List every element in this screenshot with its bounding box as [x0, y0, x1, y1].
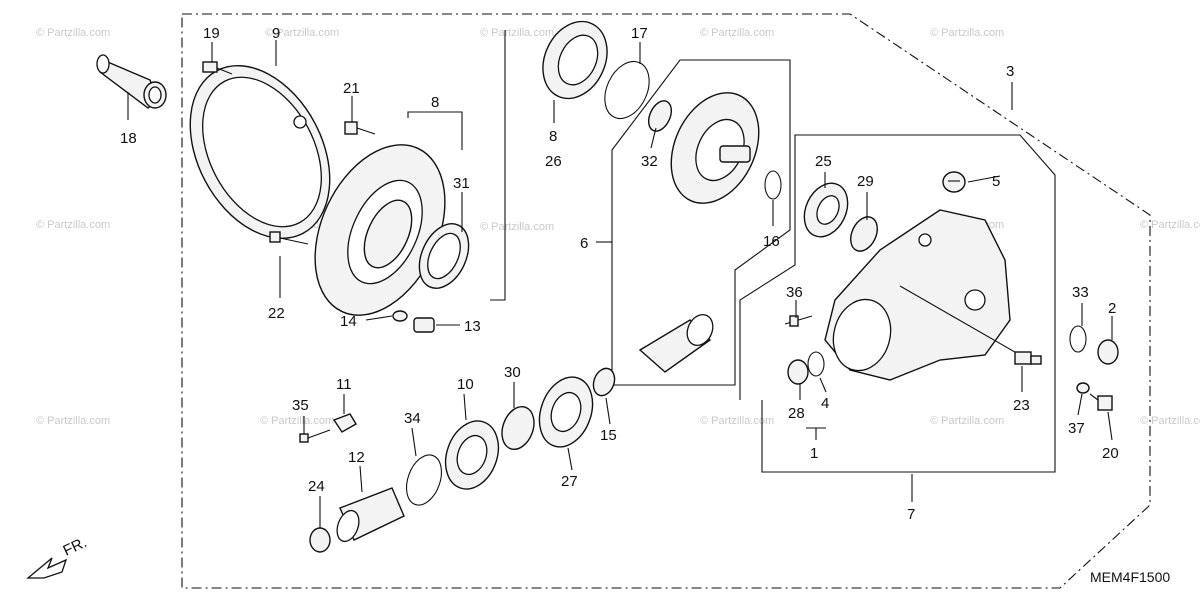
part-31-oil-seal	[418, 223, 470, 289]
label-29: 29	[857, 173, 874, 190]
label-9: 9	[272, 25, 280, 42]
watermark: © Partzilla.com	[36, 27, 110, 39]
part-16-o-ring	[764, 170, 782, 200]
watermark: © Partzilla.com	[36, 219, 110, 231]
label-26: 26	[545, 153, 562, 170]
label-4: 4	[821, 395, 829, 412]
part-6-pinion-gear	[638, 313, 714, 373]
part-25-bearing	[803, 182, 849, 238]
part-29-seal	[850, 216, 878, 252]
watermark: © Partzilla.com	[36, 415, 110, 427]
label-11: 11	[336, 376, 352, 393]
label-27: 27	[561, 473, 578, 490]
part-9-ring-cover	[189, 65, 331, 239]
group-7-bracket	[739, 134, 1056, 473]
part-26-bearing	[542, 20, 608, 100]
part-8-housing-plate	[314, 144, 446, 316]
part-7-gear-case	[824, 209, 1011, 381]
part-32-seal	[647, 100, 673, 132]
front-arrow-icon: FR.	[26, 534, 90, 579]
part-24-cap	[309, 527, 331, 553]
part-22-bolt	[269, 231, 309, 245]
label-3: 3	[1006, 63, 1014, 80]
label-31: 31	[453, 175, 470, 192]
part-labels: 18 19 9 21 8 31 22 14 13 8 26 17 32 16 2…	[120, 25, 1119, 523]
label-12: 12	[348, 449, 365, 466]
watermark: © Partzilla.com	[260, 415, 334, 427]
label-20: 20	[1102, 445, 1119, 462]
group-8-bracket	[407, 111, 463, 150]
diagram-code: MEM4F1500	[1090, 569, 1170, 585]
part-14-washer	[392, 310, 408, 322]
part-19-bolt	[202, 61, 233, 75]
watermark: © Partzilla.com	[265, 27, 339, 39]
part-18-pipe	[96, 54, 167, 109]
label-36: 36	[786, 284, 803, 301]
label-16: 16	[763, 233, 780, 250]
part-30-seal	[501, 405, 535, 451]
label-19: 19	[203, 25, 220, 42]
bearing-group-bracket	[490, 30, 506, 301]
label-8-bearing: 8	[549, 128, 557, 145]
watermark: © Partzilla.com	[480, 221, 554, 233]
label-1: 1	[810, 445, 818, 462]
part-11-bracket	[332, 413, 357, 433]
part-37-washer	[1076, 382, 1090, 394]
label-37: 37	[1068, 420, 1085, 437]
label-17: 17	[631, 25, 648, 42]
part-13-plug	[413, 317, 435, 333]
label-6: 6	[580, 235, 588, 252]
label-8-top: 8	[431, 94, 439, 111]
label-21: 21	[343, 80, 360, 97]
part-4-clip	[807, 351, 825, 377]
watermark: © Partzilla.com	[700, 415, 774, 427]
label-28: 28	[788, 405, 805, 422]
part-23-bolt	[899, 285, 1042, 365]
leader-lines	[127, 40, 1113, 528]
label-24: 24	[308, 478, 325, 495]
watermark: © Partzilla.com	[1140, 219, 1200, 231]
label-10: 10	[457, 376, 474, 393]
label-25: 25	[815, 153, 832, 170]
label-15: 15	[600, 427, 617, 444]
part-27-bearing	[538, 376, 594, 448]
part-5-cap	[942, 171, 966, 193]
part-34-o-ring	[405, 454, 443, 506]
part-33-gasket	[1069, 325, 1087, 353]
part-36-stud	[784, 315, 813, 327]
watermark: © Partzilla.com	[700, 27, 774, 39]
watermark: © Partzilla.com	[930, 27, 1004, 39]
label-14: 14	[340, 313, 357, 330]
group-6-bracket	[611, 59, 791, 386]
label-32: 32	[641, 153, 658, 170]
part-10-coupler	[444, 420, 500, 490]
front-label: FR.	[61, 534, 90, 560]
part-28-seal	[787, 359, 809, 385]
label-13: 13	[464, 318, 481, 335]
part-2-nut	[1097, 339, 1119, 365]
label-5: 5	[992, 173, 1000, 190]
label-35: 35	[292, 397, 309, 414]
label-34: 34	[404, 410, 421, 427]
label-33: 33	[1072, 284, 1089, 301]
label-23: 23	[1013, 397, 1030, 414]
label-18: 18	[120, 130, 137, 147]
label-2: 2	[1108, 300, 1116, 317]
part-21-bolt	[344, 121, 376, 135]
part-15-ring	[592, 367, 616, 397]
label-22: 22	[268, 305, 285, 322]
part-6-ring-gear	[670, 92, 760, 204]
watermark: © Partzilla.com	[1140, 415, 1200, 427]
part-12-sleeve	[336, 487, 405, 543]
part-20-bolt	[1089, 393, 1113, 411]
assembly-boundary	[181, 13, 1151, 589]
label-30: 30	[504, 364, 521, 381]
watermark: © Partzilla.com	[930, 415, 1004, 427]
label-7: 7	[907, 506, 915, 523]
watermark: © Partzilla.com	[480, 27, 554, 39]
